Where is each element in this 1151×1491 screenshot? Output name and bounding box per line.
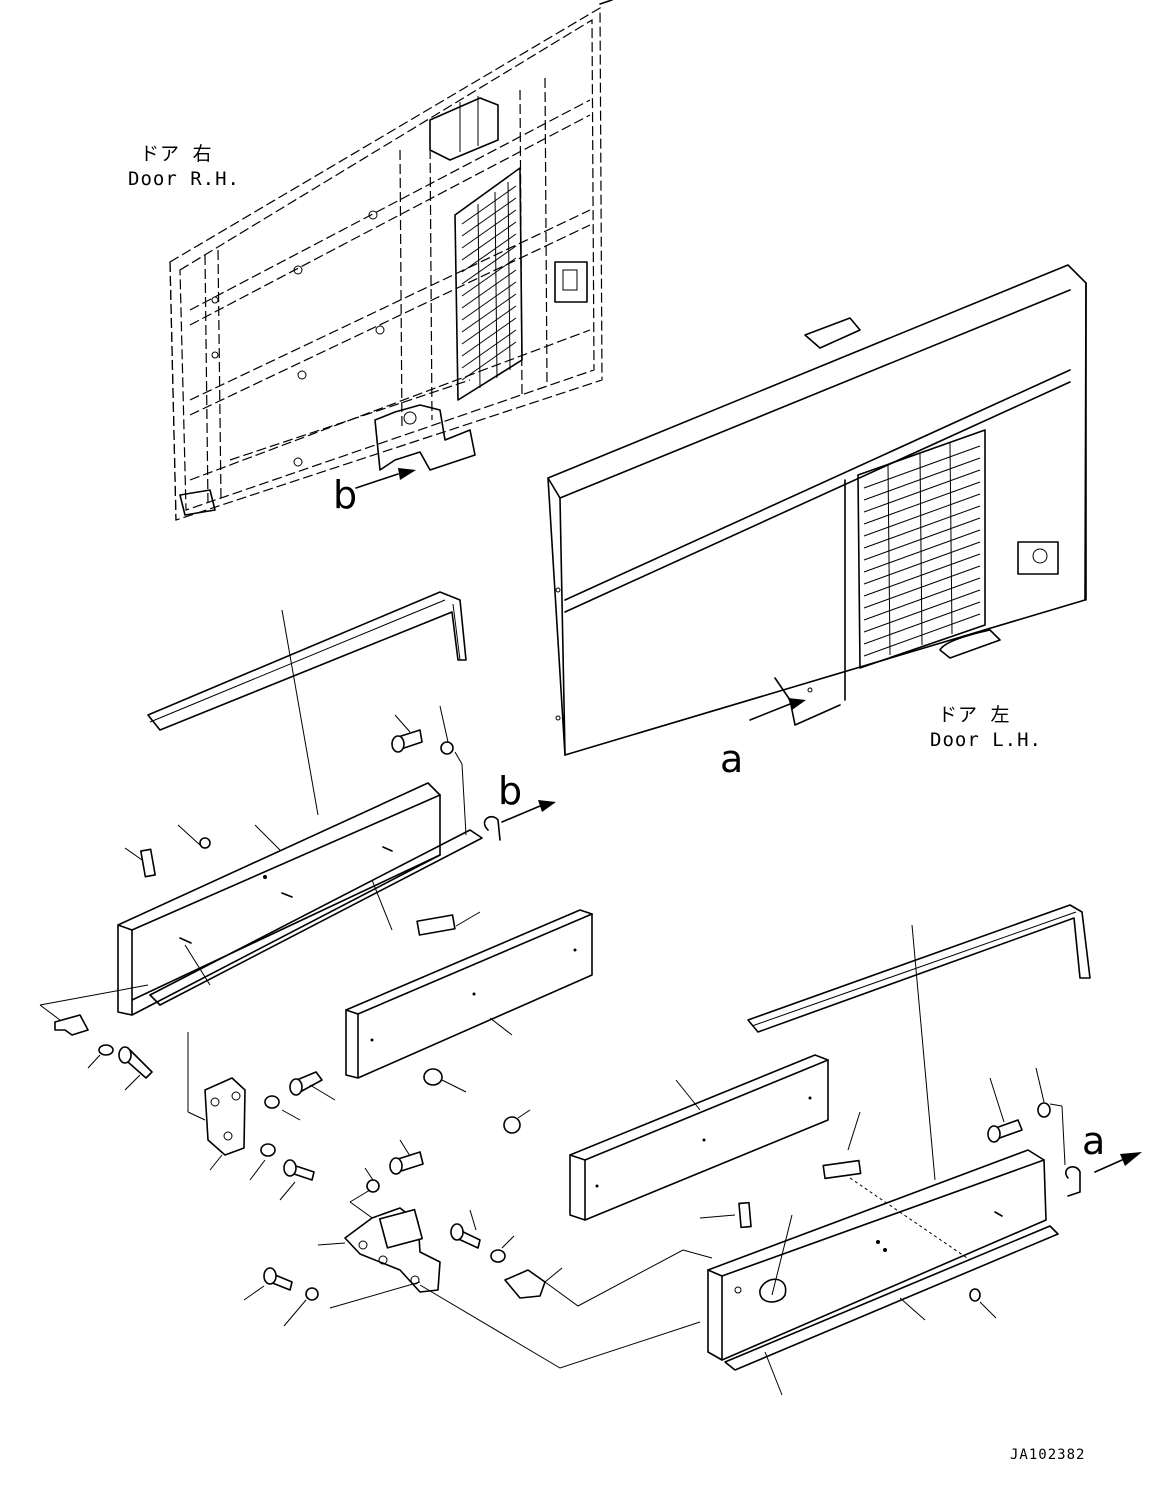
keeper-center (504, 1269, 546, 1299)
view-arrow-a-left (749, 698, 806, 721)
pad-right (569, 1054, 829, 1221)
hinge-bracket-left (204, 1077, 246, 1156)
cover-panel-left (117, 782, 441, 1016)
weatherstrip-upper-left (147, 591, 467, 731)
hinge-bracket-center (317, 1207, 441, 1293)
keeper-left (54, 1014, 89, 1036)
door-rh-assembly (169, 0, 613, 521)
right-parts-group (569, 904, 1091, 1396)
spacer-block-middle (416, 914, 456, 936)
cover-panel-right (707, 1149, 1047, 1361)
view-letter-b-mid: b (498, 769, 523, 813)
rod-right (724, 1225, 1059, 1371)
door-rh-label-jp: ドア 右 (140, 143, 213, 165)
drawing-code: JA102382 (1010, 1447, 1086, 1463)
view-letter-a-left: a (720, 737, 744, 781)
pad-middle (345, 909, 593, 1079)
door-rh-grille (454, 167, 523, 401)
rod-left (149, 829, 483, 1006)
view-letter-b-top: b (333, 473, 358, 517)
door-lh-label-en: Door L.H. (930, 729, 1042, 751)
view-arrow-b-mid (501, 800, 556, 823)
view-letter-a-right: a (1082, 1119, 1106, 1163)
pin-right (738, 1201, 752, 1229)
button-cap-2 (503, 1116, 521, 1134)
door-lh-assembly (547, 264, 1087, 756)
weatherstrip-lower-right (747, 904, 1091, 1033)
view-arrow-b-top (355, 468, 416, 489)
pin-upper-left (140, 848, 156, 878)
door-rh-label-en: Door R.H. (128, 168, 240, 190)
door-lh-label-jp: ドア 左 (938, 704, 1011, 726)
left-parts-group (39, 591, 501, 1201)
door-lh-grille (857, 429, 986, 669)
button-cap-1 (423, 1068, 443, 1086)
view-arrow-a-right (1094, 1152, 1142, 1173)
